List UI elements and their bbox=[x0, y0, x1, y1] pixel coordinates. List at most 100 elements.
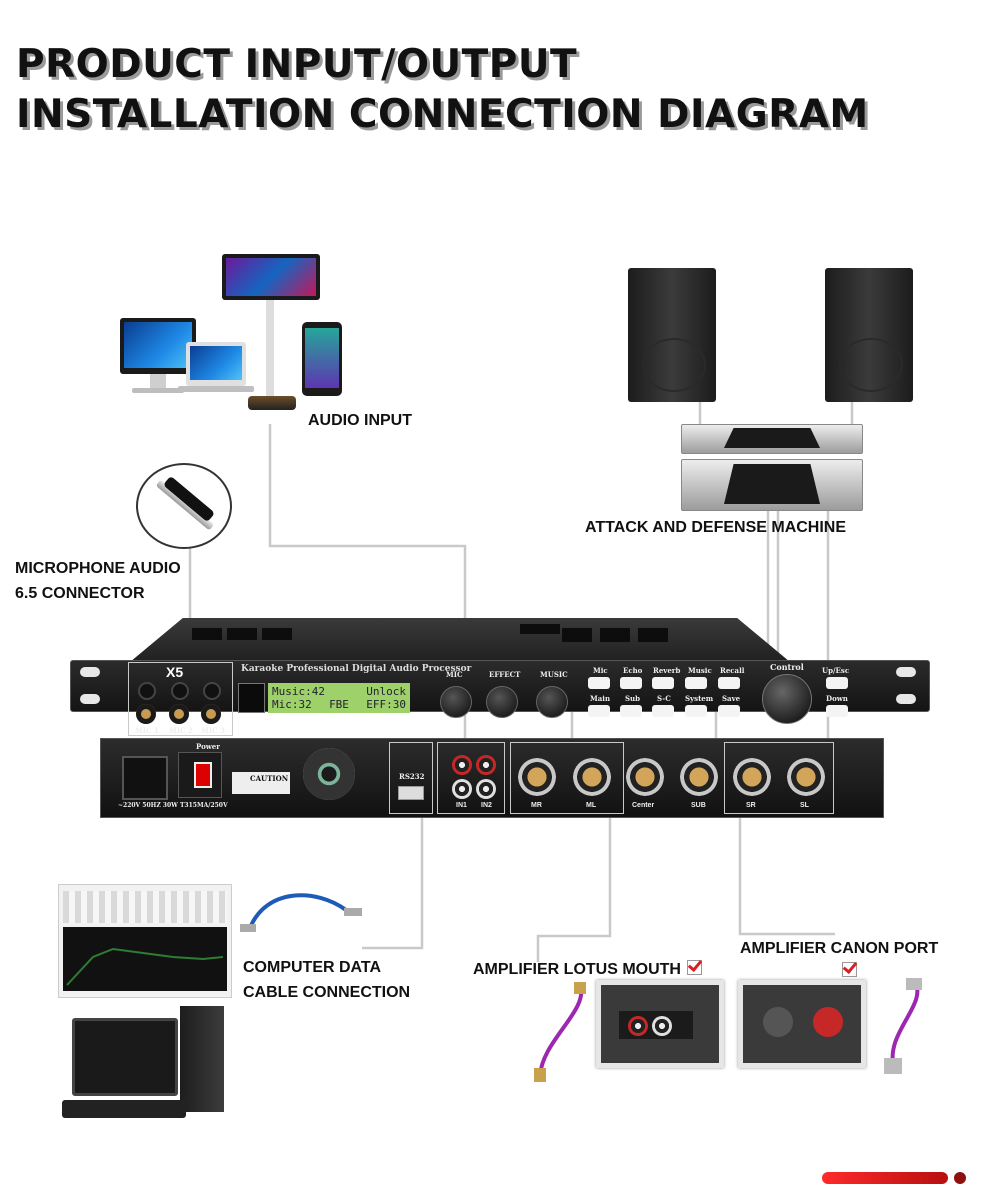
knob-mic-label: MIC bbox=[446, 670, 463, 679]
button-sub-label: Sub bbox=[625, 694, 641, 703]
mic-knob[interactable] bbox=[440, 686, 472, 718]
keyboard-icon bbox=[62, 1100, 186, 1118]
smartphone-icon bbox=[302, 322, 342, 396]
check-icon bbox=[686, 960, 702, 975]
rca-cable-icon bbox=[532, 980, 592, 1084]
xlr-mr-port[interactable] bbox=[518, 758, 556, 796]
button-save-label: Save bbox=[722, 694, 741, 703]
knob-music-label: MUSIC bbox=[540, 670, 568, 679]
audio-input-label: AUDIO INPUT bbox=[308, 412, 412, 429]
rca-in1-red[interactable] bbox=[455, 758, 469, 772]
button-mic-label: Mic bbox=[593, 666, 608, 675]
processor-model: X5 bbox=[166, 664, 184, 680]
wire-lotus bbox=[536, 812, 612, 962]
button-sc-label: S-C bbox=[657, 694, 671, 703]
in1-label: IN1 bbox=[456, 802, 467, 809]
footer-accent-bar bbox=[822, 1172, 948, 1184]
power-label: Power bbox=[196, 742, 220, 751]
computer-tower-icon bbox=[180, 1006, 224, 1112]
mic-1-jack[interactable] bbox=[136, 704, 156, 724]
usb-port[interactable] bbox=[398, 786, 424, 800]
button-echo-label: Echo bbox=[623, 666, 643, 675]
recall-button[interactable] bbox=[718, 677, 740, 689]
down-button[interactable] bbox=[826, 705, 848, 717]
cooling-fan-icon bbox=[303, 748, 355, 800]
mic-input-group-frame bbox=[128, 662, 233, 736]
music-knob[interactable] bbox=[536, 686, 568, 718]
title-line-2: INSTALLATION CONNECTION DIAGRAM bbox=[16, 92, 869, 137]
amp-xlr-photo bbox=[738, 980, 866, 1068]
microphone-label-line-2: 6.5 CONNECTOR bbox=[15, 585, 145, 602]
down-label: Down bbox=[826, 694, 848, 703]
check-icon bbox=[842, 962, 857, 977]
save-button[interactable] bbox=[718, 705, 740, 717]
rca-input-frame bbox=[437, 742, 505, 814]
mr-label: MR bbox=[531, 802, 542, 809]
computer-label-line-2: CABLE CONNECTION bbox=[243, 984, 411, 1001]
sub-button[interactable] bbox=[620, 705, 642, 717]
button-reverb-label: Reverb bbox=[653, 666, 681, 675]
mic-2-label: MIC 2 bbox=[169, 726, 193, 735]
xlr-sr-port[interactable] bbox=[733, 758, 771, 796]
echo-button[interactable] bbox=[620, 677, 642, 689]
power-switch-frame bbox=[178, 752, 222, 798]
attack-defense-label: ATTACK AND DEFENSE MACHINE bbox=[585, 519, 847, 536]
knob-effect-label: EFFECT bbox=[489, 670, 521, 679]
karaoke-tablet-icon bbox=[222, 254, 320, 300]
power-spec: ~220V 50HZ 30W T315MA/250V bbox=[118, 802, 228, 809]
amplifier-2-icon bbox=[681, 459, 863, 511]
control-label: Control bbox=[770, 662, 804, 672]
up-esc-button[interactable] bbox=[826, 677, 848, 689]
xlr-sl-port[interactable] bbox=[787, 758, 825, 796]
computer-label-line-1: COMPUTER DATA bbox=[243, 959, 382, 976]
music-button[interactable] bbox=[685, 677, 707, 689]
wire-canon bbox=[738, 812, 835, 936]
mic-2-jack[interactable] bbox=[169, 704, 189, 724]
wire-computer bbox=[362, 812, 424, 950]
audio-jack-plug-icon bbox=[136, 463, 232, 549]
xlr-sub-port[interactable] bbox=[680, 758, 718, 796]
rca-in1-white[interactable] bbox=[455, 782, 469, 796]
mic-button[interactable] bbox=[588, 677, 610, 689]
reverb-button[interactable] bbox=[652, 677, 674, 689]
mic-1-label: MIC 1 bbox=[135, 726, 159, 735]
left-speaker-icon bbox=[628, 268, 716, 402]
canon-label: AMPLIFIER CANON PORT bbox=[740, 940, 939, 957]
desktop-monitor-icon bbox=[120, 318, 196, 374]
sl-label: SL bbox=[800, 802, 809, 809]
up-esc-label: Up/Esc bbox=[822, 666, 850, 675]
rs232-port-frame bbox=[389, 742, 433, 814]
button-recall-label: Recall bbox=[720, 666, 745, 675]
microphone-label-line-1: MICROPHONE AUDIO bbox=[15, 560, 181, 577]
footer-accent-dot bbox=[954, 1172, 966, 1184]
center-label: Center bbox=[632, 802, 655, 809]
sc-button[interactable] bbox=[652, 705, 674, 717]
power-socket-icon bbox=[122, 756, 168, 800]
xlr-cable-icon bbox=[874, 976, 934, 1076]
ml-label: ML bbox=[586, 802, 597, 809]
main-button[interactable] bbox=[588, 705, 610, 717]
in2-label: IN2 bbox=[481, 802, 492, 809]
title-line-1: PRODUCT INPUT/OUTPUT bbox=[16, 42, 578, 87]
system-button[interactable] bbox=[685, 705, 707, 717]
surround-output-frame bbox=[724, 742, 834, 814]
rca-in2-white[interactable] bbox=[479, 782, 493, 796]
power-switch[interactable] bbox=[194, 762, 212, 788]
effect-knob[interactable] bbox=[486, 686, 518, 718]
processor-top-cover bbox=[130, 618, 790, 662]
control-knob[interactable] bbox=[762, 674, 812, 724]
button-music-label: Music bbox=[688, 666, 712, 675]
page-title: PRODUCT INPUT/OUTPUT INSTALLATION CONNEC… bbox=[16, 40, 869, 140]
mic-3-jack[interactable] bbox=[201, 704, 221, 724]
computer-monitor-icon bbox=[72, 1018, 178, 1096]
sr-label: SR bbox=[746, 802, 756, 809]
xlr-ml-port[interactable] bbox=[573, 758, 611, 796]
button-main-label: Main bbox=[590, 694, 611, 703]
lotus-label: AMPLIFIER LOTUS MOUTH bbox=[473, 957, 702, 982]
sub-label: SUB bbox=[691, 802, 706, 809]
eq-software-screenshot bbox=[58, 884, 232, 998]
right-speaker-icon bbox=[825, 268, 913, 402]
rca-in2-red[interactable] bbox=[479, 758, 493, 772]
xlr-center-port[interactable] bbox=[626, 758, 664, 796]
